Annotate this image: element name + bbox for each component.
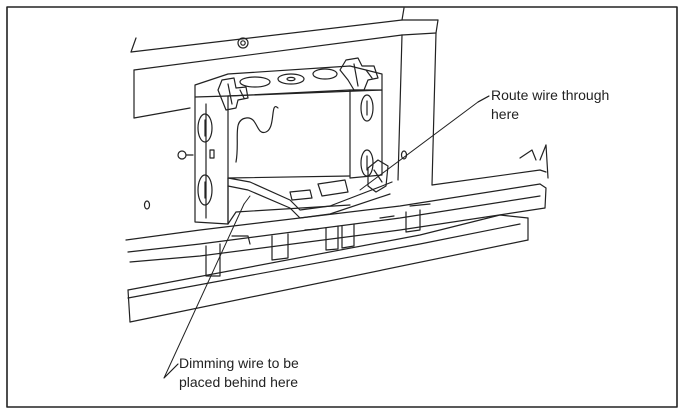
fixture-housing [130, 7, 439, 186]
frame-border [6, 6, 678, 408]
junction-box [194, 65, 383, 225]
dimming-wire [235, 105, 279, 163]
housing-hole [143, 200, 151, 210]
mounting-clip-right [339, 57, 379, 91]
leader-dimming [163, 195, 251, 379]
callout-route-line2: here [491, 106, 520, 122]
housing-knob [177, 150, 194, 160]
rail-clip [205, 203, 431, 277]
callout-dimming-line1: Dimming wire to be [179, 355, 299, 371]
screw-icon [237, 37, 249, 49]
mounting-bracket [227, 177, 393, 219]
mounting-clip-left [217, 77, 249, 111]
callout-route-wire: Route wire through here [491, 86, 609, 124]
mounting-rail [125, 144, 549, 263]
callout-dimming-wire: Dimming wire to be placed behind here [179, 354, 299, 392]
callout-dimming-line2: placed behind here [179, 374, 299, 390]
callout-route-line1: Route wire through [491, 87, 610, 103]
leader-route [359, 95, 490, 191]
